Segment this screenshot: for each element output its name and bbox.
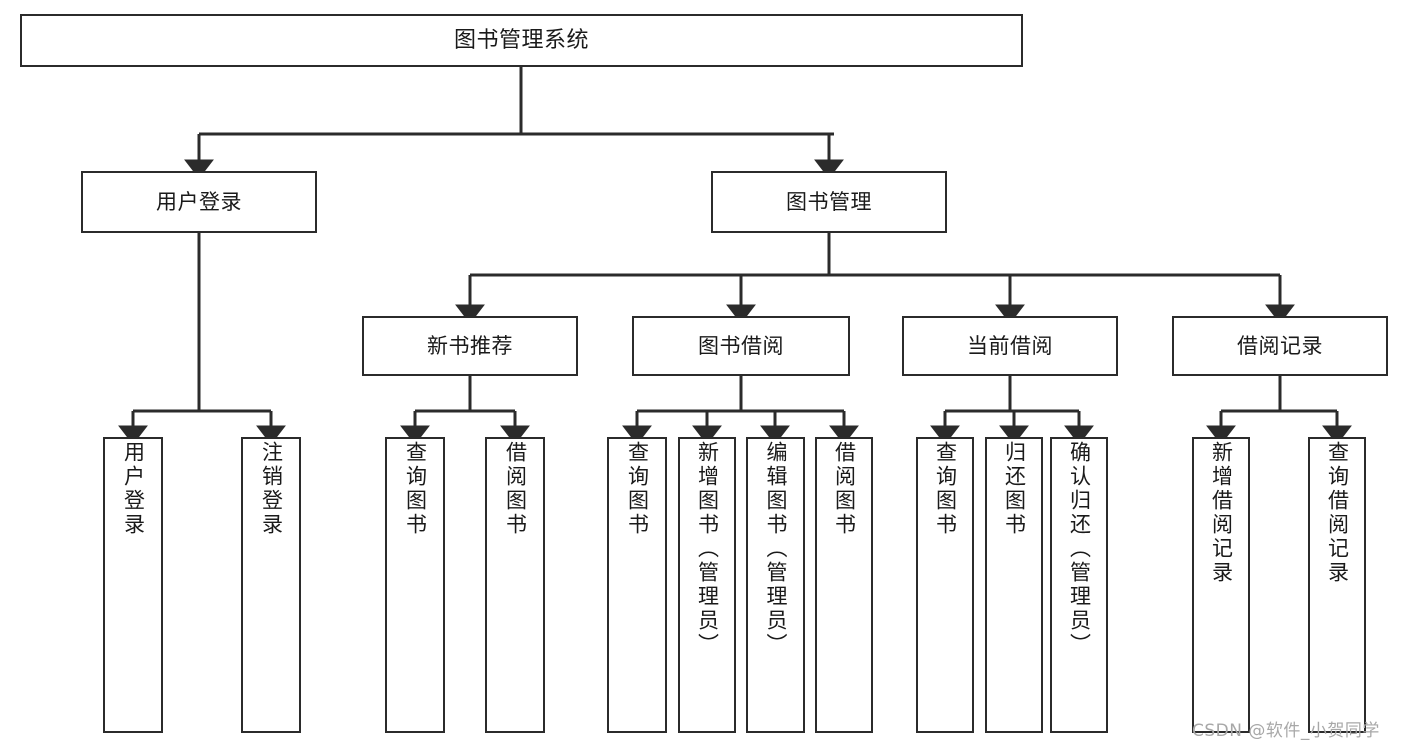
node-leaf-confirm-return-admin-label: 确认归还（管理员） — [1067, 441, 1092, 657]
node-leaf-edit-book-admin[interactable]: 编辑图书（管理员） — [746, 437, 805, 733]
node-root[interactable]: 图书管理系统 — [20, 14, 1023, 67]
node-leaf-logout-login-label: 注销登录 — [259, 441, 284, 537]
node-book-management[interactable]: 图书管理 — [711, 171, 947, 233]
node-new-book-recommend[interactable]: 新书推荐 — [362, 316, 578, 376]
node-leaf-query-book-borrow-label: 查询图书 — [625, 441, 650, 537]
node-leaf-borrow-book-label: 借阅图书 — [832, 441, 857, 537]
node-book-management-label: 图书管理 — [786, 189, 872, 214]
node-leaf-query-book-current-label: 查询图书 — [933, 441, 958, 537]
node-root-label: 图书管理系统 — [453, 27, 589, 53]
node-leaf-borrow-book[interactable]: 借阅图书 — [815, 437, 873, 733]
node-leaf-edit-book-admin-label: 编辑图书（管理员） — [764, 441, 788, 657]
node-leaf-add-book-admin-label: 新增图书（管理员） — [695, 441, 720, 657]
node-current-borrow-label: 当前借阅 — [967, 333, 1053, 358]
node-leaf-add-borrow-record[interactable]: 新增借阅记录 — [1192, 437, 1250, 733]
node-leaf-borrow-book-recommend[interactable]: 借阅图书 — [485, 437, 545, 733]
node-leaf-query-borrow-record[interactable]: 查询借阅记录 — [1308, 437, 1366, 733]
csdn-watermark: CSDN @软件_小贺同学 — [1192, 721, 1380, 741]
node-leaf-query-book-recommend[interactable]: 查询图书 — [385, 437, 445, 733]
node-user-login-label: 用户登录 — [156, 189, 242, 214]
node-leaf-query-book-current[interactable]: 查询图书 — [916, 437, 974, 733]
node-borrow-records-label: 借阅记录 — [1237, 333, 1323, 358]
node-new-book-recommend-label: 新书推荐 — [427, 333, 513, 358]
node-book-borrow-label: 图书借阅 — [698, 333, 784, 358]
node-leaf-borrow-book-recommend-label: 借阅图书 — [503, 441, 528, 537]
node-user-login[interactable]: 用户登录 — [81, 171, 317, 233]
node-leaf-return-book-label: 归还图书 — [1002, 441, 1027, 537]
node-borrow-records[interactable]: 借阅记录 — [1172, 316, 1388, 376]
node-leaf-logout-login[interactable]: 注销登录 — [241, 437, 301, 733]
node-current-borrow[interactable]: 当前借阅 — [902, 316, 1118, 376]
node-leaf-user-login-label: 用户登录 — [121, 441, 146, 537]
node-leaf-query-borrow-record-label: 查询借阅记录 — [1325, 441, 1350, 585]
node-leaf-user-login[interactable]: 用户登录 — [103, 437, 163, 733]
node-leaf-confirm-return-admin[interactable]: 确认归还（管理员） — [1050, 437, 1108, 733]
node-leaf-add-borrow-record-label: 新增借阅记录 — [1209, 441, 1234, 585]
node-leaf-query-book-borrow[interactable]: 查询图书 — [607, 437, 667, 733]
node-leaf-return-book[interactable]: 归还图书 — [985, 437, 1043, 733]
node-leaf-add-book-admin[interactable]: 新增图书（管理员） — [678, 437, 736, 733]
node-book-borrow[interactable]: 图书借阅 — [632, 316, 850, 376]
node-leaf-query-book-recommend-label: 查询图书 — [403, 441, 428, 537]
